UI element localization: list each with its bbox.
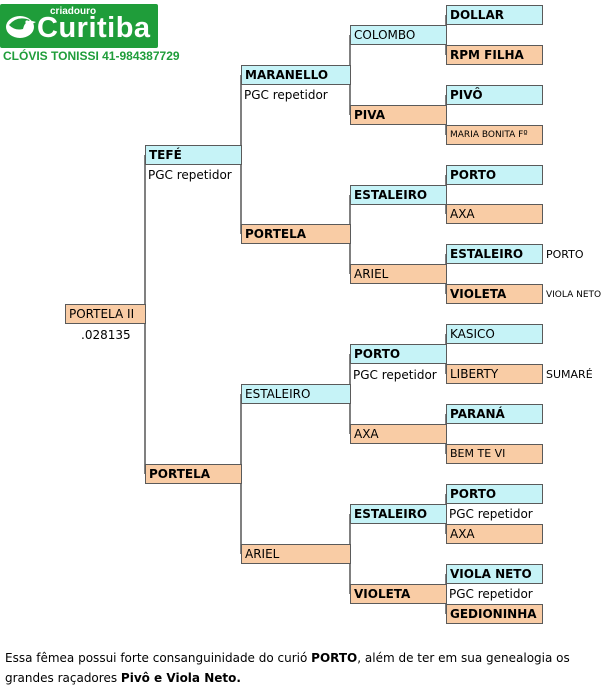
paternal-grandmother-box: PORTELA xyxy=(241,224,351,244)
ancestor-liberty-sire: SUMARÉ xyxy=(546,368,593,381)
ancestor-porto-box: PORTO xyxy=(350,344,447,364)
subject-bird-ring: .028135 xyxy=(81,328,131,342)
ancestor-kasico-box: KASICO xyxy=(446,324,543,344)
ancestor-porto-b-note: PGC repetidor xyxy=(449,507,533,521)
footer-description: Essa fêmea possui forte consanguinidade … xyxy=(5,648,597,688)
ancestor-violeta-box: VIOLETA xyxy=(350,584,447,604)
footer-text-2: , além de ter em sua genealogia os grand… xyxy=(5,651,570,685)
logo-badge: criadouro Curitiba xyxy=(0,4,158,48)
paternal-grandfather-note: PGC repetidor xyxy=(244,88,328,102)
ancestor-violeta-box-gen4: VIOLETA xyxy=(446,284,543,304)
logo-small-text: criadouro xyxy=(50,6,97,17)
ancestor-porto-b-box: PORTO xyxy=(446,484,543,504)
ancestor-axa-box: AXA xyxy=(350,424,447,444)
ancestor-porto-a-box: PORTO xyxy=(446,165,543,185)
ancestor-parana-box: PARANÁ xyxy=(446,404,543,424)
footer-text-1: Essa fêmea possui forte consanguinidade … xyxy=(5,651,312,665)
footer-bold-porto: PORTO xyxy=(311,651,358,665)
ancestor-estaleiro-box: ESTALEIRO xyxy=(350,185,447,205)
maternal-grandmother-box: ARIEL xyxy=(241,544,351,564)
ancestor-colombo-box: COLOMBO xyxy=(350,25,447,45)
ancestor-porto-note: PGC repetidor xyxy=(353,368,437,382)
footer-bold-breeders: Pivô e Viola Neto. xyxy=(120,671,241,685)
ancestor-viola-neto-note: PGC repetidor xyxy=(449,587,533,601)
father-note: PGC repetidor xyxy=(148,168,232,182)
bird-icon xyxy=(6,16,36,38)
ancestor-estaleiro-2-box: ESTALEIRO xyxy=(350,504,447,524)
ancestor-violeta-sire: VIOLA NETO xyxy=(546,290,602,300)
ancestor-estaleiro-box-gen4: ESTALEIRO xyxy=(446,244,543,264)
ancestor-ariel-box: ARIEL xyxy=(350,264,447,284)
maternal-grandfather-box: ESTALEIRO xyxy=(241,384,351,404)
ancestor-axa-a-box: AXA xyxy=(446,204,543,224)
logo: criadouro Curitiba CLÓVIS TONISSI 41-984… xyxy=(0,4,180,66)
ancestor-gedioninha-box: GEDIONINHA xyxy=(446,604,543,624)
mother-box: PORTELA xyxy=(145,464,242,484)
ancestor-viola-neto-box: VIOLA NETO xyxy=(446,564,543,584)
ancestor-bem-te-vi-box: BEM TE VI xyxy=(446,444,543,464)
ancestor-liberty-box: LIBERTY xyxy=(446,364,543,384)
logo-brand-text: Curitiba xyxy=(37,12,151,44)
paternal-grandfather-box: MARANELLO xyxy=(241,65,351,85)
ancestor-rpm-filha-box: RPM FILHA xyxy=(446,45,543,65)
ancestor-dollar-box: DOLLAR xyxy=(446,5,543,25)
ancestor-axa-b-box: AXA xyxy=(446,524,543,544)
father-box: TEFÉ xyxy=(145,145,242,165)
logo-contact: CLÓVIS TONISSI 41-984387729 xyxy=(3,49,180,63)
ancestor-maria-bonita-box: MARIA BONITA Fº xyxy=(446,125,543,145)
ancestor-pivo-box: PIVÔ xyxy=(446,85,543,105)
ancestor-estaleiro-sire: PORTO xyxy=(546,248,584,261)
subject-bird-box: PORTELA II xyxy=(65,304,146,324)
ancestor-piva-box: PIVA xyxy=(350,105,447,125)
